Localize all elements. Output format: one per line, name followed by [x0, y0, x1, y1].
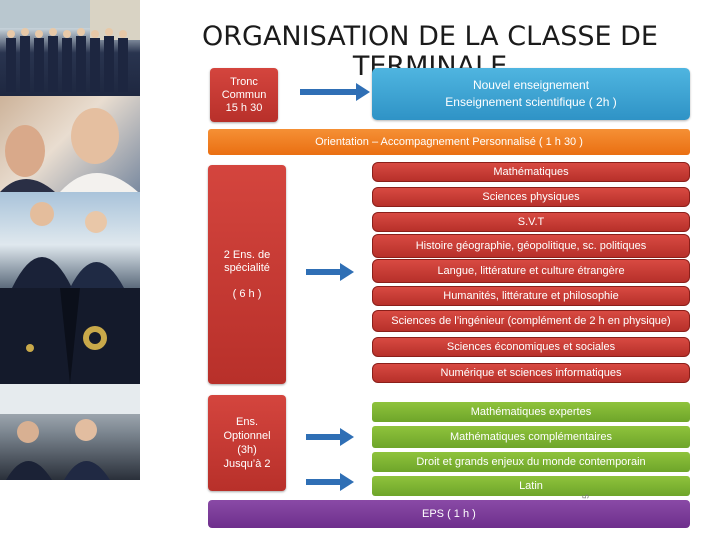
arrow-option-1-icon [306, 427, 356, 447]
tronc-commun-line-3: 15 h 30 [226, 102, 263, 115]
specialite-line-1: 2 Ens. de [224, 249, 270, 262]
arrow-tronc-commun-icon [300, 82, 372, 102]
students-figures-icon [0, 96, 140, 192]
parade-figures-icon [0, 0, 140, 96]
arrow-option-2-icon [306, 472, 356, 492]
specialite-item-nsi: Numérique et sciences informatiques [372, 363, 690, 383]
option-item-maths-complementaires: Mathématiques complémentaires [372, 426, 690, 448]
specialite-item-si: Sciences de l’ingénieur (complément de 2… [372, 310, 690, 332]
specialite-item-humanites: Humanités, littérature et philosophie [372, 286, 690, 306]
photo-uniforms [0, 192, 140, 288]
eps-bar: EPS ( 1 h ) [208, 500, 690, 528]
option-item-maths-expertes: Mathématiques expertes [372, 402, 690, 422]
specialite-hours: ( 6 h ) [233, 288, 262, 301]
optionnel-line-2: Optionnel [223, 429, 270, 443]
optionnel-line-4: Jusqu’à 2 [223, 457, 270, 471]
page-number: 5 [582, 494, 591, 498]
orientation-bar: Orientation – Accompagnement Personnalis… [208, 129, 690, 155]
nouvel-enseignement-subtitle: Enseignement scientifique ( 2h ) [445, 94, 616, 111]
option-item-latin: Latin [372, 476, 690, 496]
specialite-line-2: spécialité [224, 262, 270, 275]
eps-label: EPS ( 1 h ) [422, 508, 476, 520]
optionnel-box: Ens. Optionnel (3h) Jusqu’à 2 [208, 395, 286, 491]
photo-cockpit [0, 384, 140, 480]
specialite-item-histoire: Histoire géographie, géopolitique, sc. p… [372, 234, 690, 258]
tronc-commun-line-2: Commun [222, 89, 267, 102]
specialite-item-langue: Langue, littérature et culture étrangère [372, 259, 690, 283]
specialite-item-svt: S.V.T [372, 212, 690, 232]
nouvel-enseignement-box: Nouvel enseignement Enseignement scienti… [372, 68, 690, 120]
tronc-commun-box: Tronc Commun 15 h 30 [210, 68, 278, 122]
photo-jacket [0, 288, 140, 384]
nouvel-enseignement-title: Nouvel enseignement [473, 77, 589, 94]
arrow-specialite-icon [306, 262, 356, 282]
photo-students [0, 96, 140, 192]
option-item-droit: Droit et grands enjeux du monde contempo… [372, 452, 690, 472]
tronc-commun-line-1: Tronc [230, 76, 258, 89]
uniform-figures-icon [0, 192, 140, 288]
specialite-box: 2 Ens. de spécialité ( 6 h ) [208, 165, 286, 384]
specialite-item-physique: Sciences physiques [372, 187, 690, 207]
jacket-badge-icon [0, 288, 140, 384]
cockpit-figures-icon [0, 384, 140, 480]
specialite-item-maths: Mathématiques [372, 162, 690, 182]
photo-parade [0, 0, 140, 96]
specialite-item-ses: Sciences économiques et sociales [372, 337, 690, 357]
optionnel-line-3: (3h) [237, 443, 257, 457]
optionnel-line-1: Ens. [236, 415, 258, 429]
